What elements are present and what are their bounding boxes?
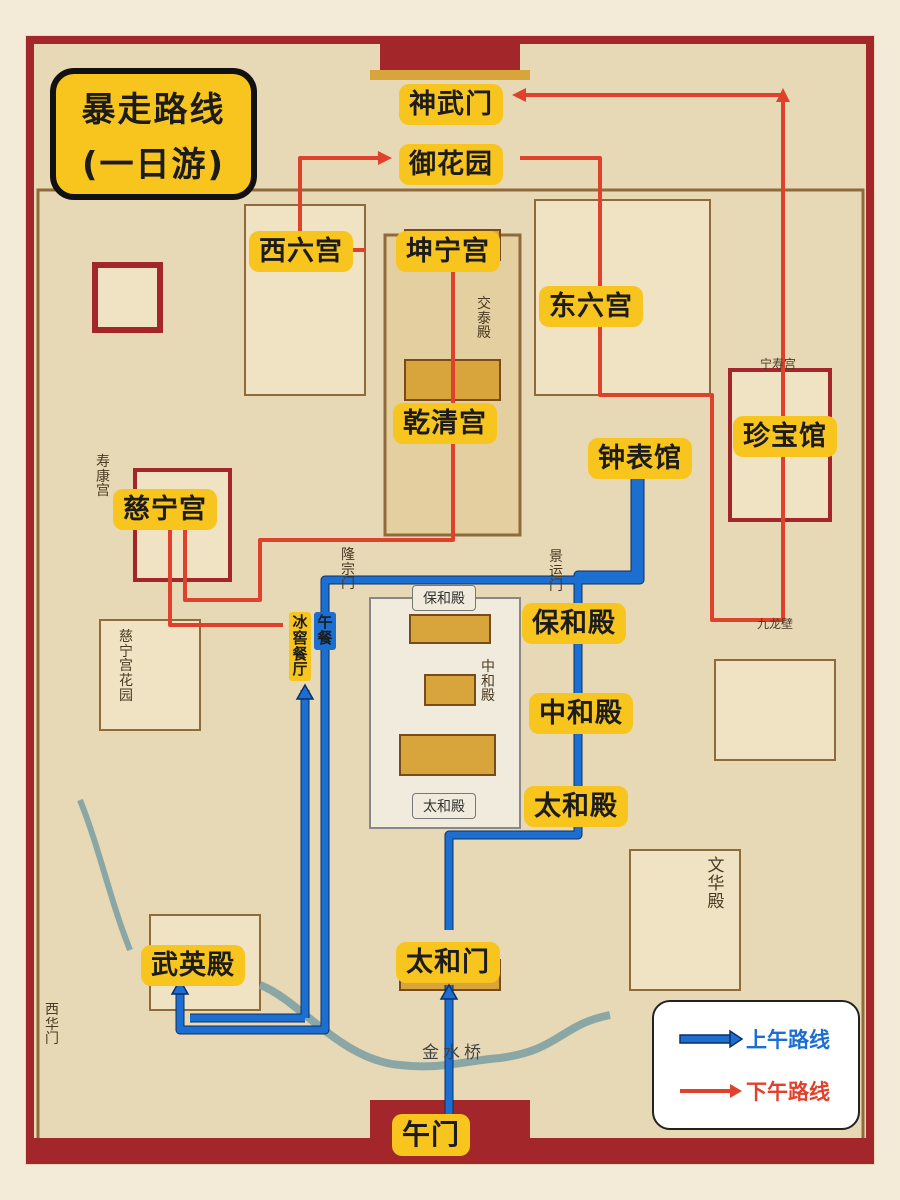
west-compound [92, 262, 163, 333]
legend-morning: 上午路线 [678, 1024, 830, 1054]
legend-morning-arrow-icon [679, 1029, 744, 1049]
text-jingyunmen: 景运门 [549, 549, 563, 595]
label-zhongbiaoguan[interactable]: 钟表馆 [588, 438, 692, 479]
label-cininggong[interactable]: 慈宁宫 [113, 489, 217, 530]
arrow-to-taihemen [439, 983, 459, 1000]
text-xihuamen: 西华门 [45, 1002, 59, 1048]
route-arrowheads [170, 88, 790, 1000]
legend-morning-label: 上午路线 [746, 1028, 830, 1052]
zhonghe-hall [424, 674, 476, 706]
label-dongliugong[interactable]: 东六宫 [539, 286, 643, 327]
text-ningshougong: 宁寿宫 [760, 357, 797, 371]
taihe-hall [399, 734, 496, 776]
legend-afternoon-label: 下午路线 [746, 1080, 830, 1104]
arrow-to-yuhuayuan [378, 151, 392, 165]
route-title: 暴走路线 [81, 90, 226, 130]
route-subtitle: (一日游) [81, 145, 226, 185]
text-longzongmen: 隆宗门 [341, 547, 355, 593]
arrow-to-bingjiao [295, 683, 315, 700]
arrow-up-zhenbao [776, 88, 790, 102]
legend-afternoon-arrow-icon [680, 1084, 742, 1098]
label-qianqinggong[interactable]: 乾清宫 [393, 403, 497, 444]
label-baohedian[interactable]: 保和殿 [522, 603, 626, 644]
text-cininggong-huayuan: 慈宁宫花园 [119, 629, 133, 704]
label-taihedian[interactable]: 太和殿 [524, 786, 628, 827]
west-river [77, 798, 133, 952]
east-grid [714, 659, 836, 761]
label-kunninggong[interactable]: 坤宁宫 [396, 231, 500, 272]
route-title-box: 暴走路线 (一日游) [50, 68, 257, 200]
text-shoukanggong: 寿康宫 [96, 454, 110, 500]
label-shenwumen[interactable]: 神武门 [399, 84, 503, 125]
cining-garden [99, 619, 201, 731]
text-zhonghe-small: 中和殿 [481, 659, 495, 705]
plaque-taihedian: 太和殿 [412, 793, 476, 819]
plaque-baohedian: 保和殿 [412, 585, 476, 611]
text-jiaotai: 交泰殿 [477, 296, 491, 342]
afternoon-route [168, 93, 785, 627]
label-zhenbaoguan[interactable]: 珍宝馆 [733, 416, 837, 457]
label-bingjiao-restaurant[interactable]: 冰窖餐厅 [289, 612, 311, 681]
arrow-to-shenwumen [512, 88, 526, 102]
wenhua-block [629, 849, 741, 991]
text-jinshuiqiao: 金水桥 [422, 1043, 485, 1063]
baohe-hall [409, 614, 491, 644]
text-wenhuadian: 文华殿 [707, 856, 725, 912]
label-yuhuayuan[interactable]: 御花园 [399, 144, 503, 185]
label-taihemen[interactable]: 太和门 [396, 942, 500, 983]
label-lunch[interactable]: 午餐 [314, 612, 336, 650]
legend-afternoon: 下午路线 [678, 1076, 830, 1106]
label-zhonghedian[interactable]: 中和殿 [529, 693, 633, 734]
route-legend: 上午路线 下午路线 [652, 1000, 860, 1130]
arrow-to-wuying [170, 978, 190, 995]
text-jiulongbi: 九龙壁 [757, 617, 794, 631]
north-gate-eave [370, 70, 530, 80]
label-wumen[interactable]: 午门 [392, 1114, 471, 1156]
label-xiliugong[interactable]: 西六宫 [249, 231, 353, 272]
afternoon-route-line [168, 93, 785, 627]
label-wuyingdian[interactable]: 武英殿 [141, 945, 245, 986]
